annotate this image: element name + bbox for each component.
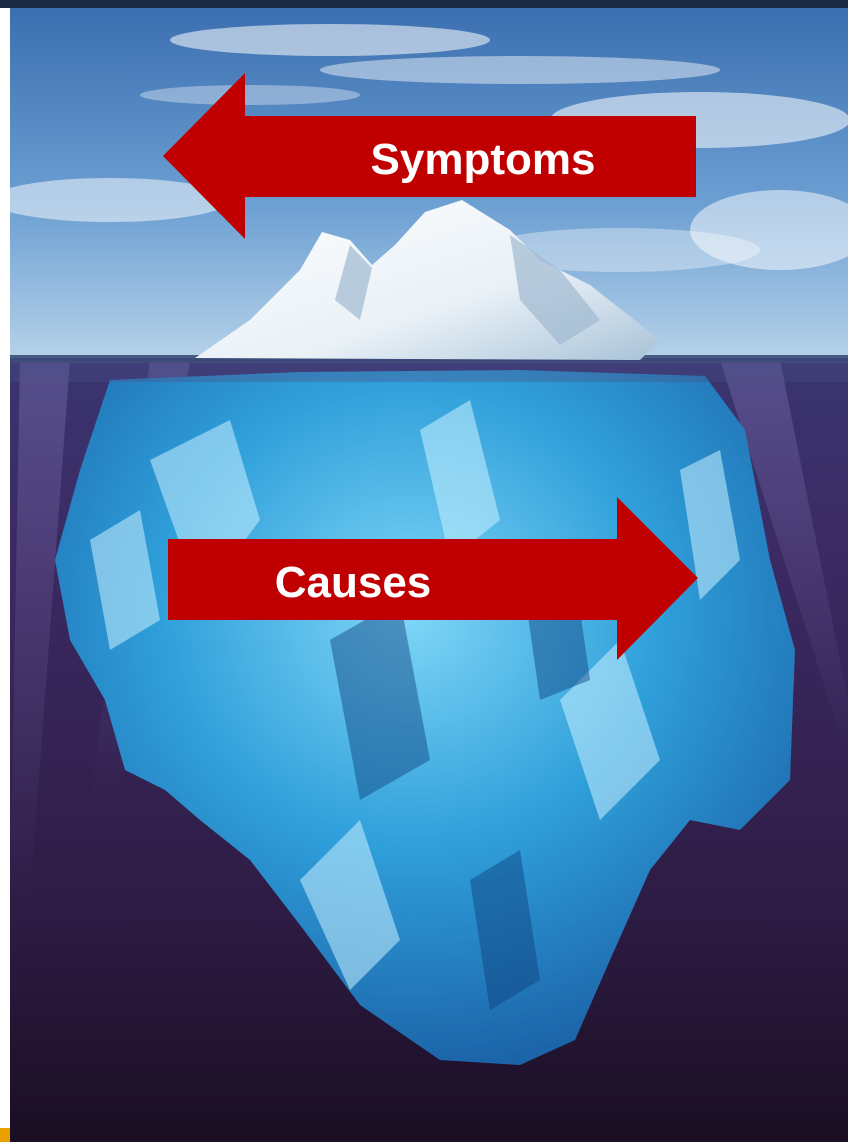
surface-band — [10, 362, 848, 382]
causes-label: Causes — [168, 561, 538, 605]
corner-accent — [0, 1128, 10, 1142]
top-border — [0, 0, 848, 8]
symptoms-label: Symptoms — [283, 138, 683, 182]
left-margin — [0, 8, 10, 1142]
